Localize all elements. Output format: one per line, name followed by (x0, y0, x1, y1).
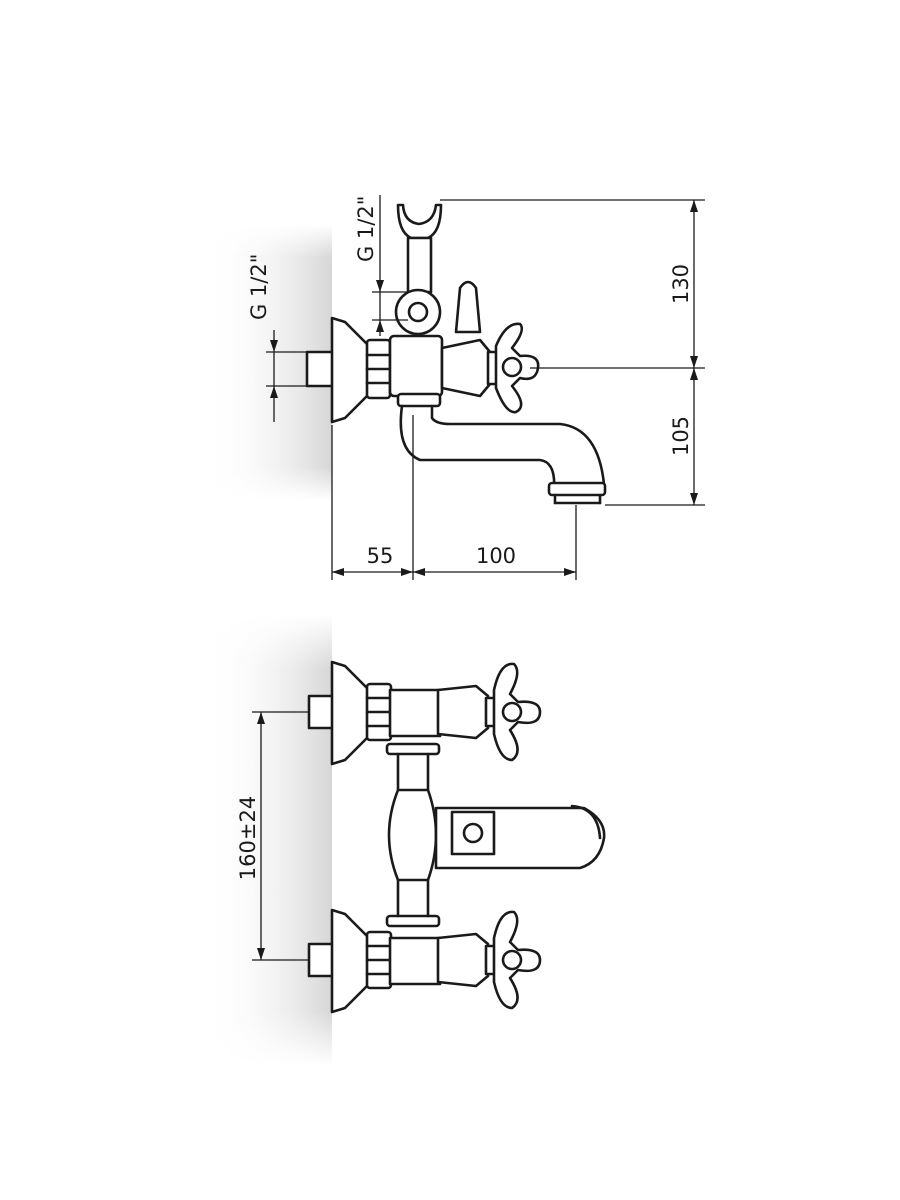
faucet-front-center (385, 742, 606, 928)
faucet-front-lower-inlet (307, 908, 542, 1014)
faucet-front-upper-inlet (307, 660, 542, 766)
dimension-heights (440, 199, 705, 506)
dim-height-lower: 105 (669, 416, 693, 456)
dim-width-wall: 55 (367, 544, 394, 568)
front-view: 160±24 (205, 615, 606, 1065)
dim-inlet-centers: 160±24 (236, 796, 260, 880)
dimension-outlet-thread (372, 195, 408, 336)
thread-label-inlet: G 1/2" (247, 254, 271, 320)
wall-shade-front (205, 615, 332, 1065)
dim-width-spout: 100 (476, 544, 516, 568)
faucet-side-body (305, 203, 607, 505)
side-view: G 1/2" G 1/2" 130 105 (205, 195, 705, 580)
thread-label-outlet: G 1/2" (354, 196, 378, 262)
dimension-inlet-thread (266, 330, 307, 422)
dimension-widths (331, 415, 577, 580)
dimension-inlet-centers (252, 711, 309, 961)
dim-height-upper: 130 (669, 264, 693, 304)
